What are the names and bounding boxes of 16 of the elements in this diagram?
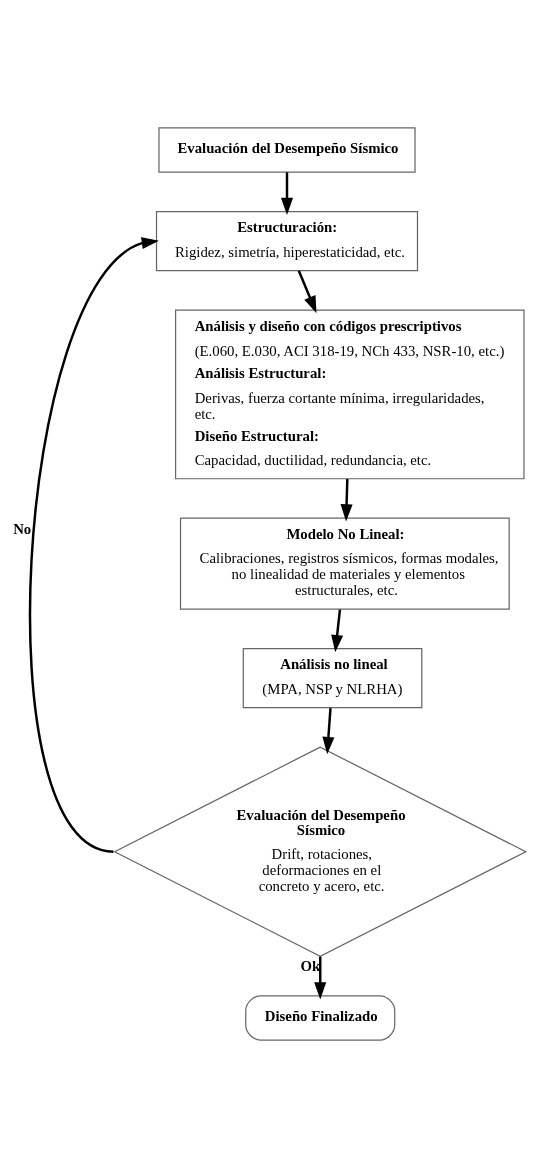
arrow <box>331 608 344 652</box>
node-box: Evaluación del Desempeño Sísmico <box>158 126 416 173</box>
edge-label: No <box>13 520 32 537</box>
node-diamond: Evaluación del Desempeño Sísmico Drift, rotaciones, deformaciones en el concreto y acero, etc. <box>113 745 528 957</box>
arrow <box>322 707 335 754</box>
node-box: Modelo No Lineal: Calibraciones, registros sísmicos, formas modales, no linealidad de materiales y elementos estructurales, etc. <box>179 517 510 610</box>
node-box: Estructuración: Rigidez, simetría, hiperestaticidad, etc. <box>155 210 419 271</box>
node-box: Análisis no lineal (MPA, NSP y NLRHA) <box>242 647 423 708</box>
arrow <box>280 171 294 215</box>
arrow <box>314 956 327 999</box>
arrow <box>29 236 159 853</box>
node-box: Análisis y diseño con códigos prescriptivos (E.060, E.030, ACI 318-19, NCh 433, NSR-10, etc.) Análisis Estructural: Derivas, fuerza cortante mínima, irregularidades, etc. Diseño Estructural: Capacidad, ductilidad, redundancia, etc. <box>175 309 525 479</box>
arrow <box>340 478 353 521</box>
node-box: Diseño Finalizado <box>245 994 396 1041</box>
arrow <box>297 269 317 313</box>
edge-label: Ok <box>300 957 321 974</box>
